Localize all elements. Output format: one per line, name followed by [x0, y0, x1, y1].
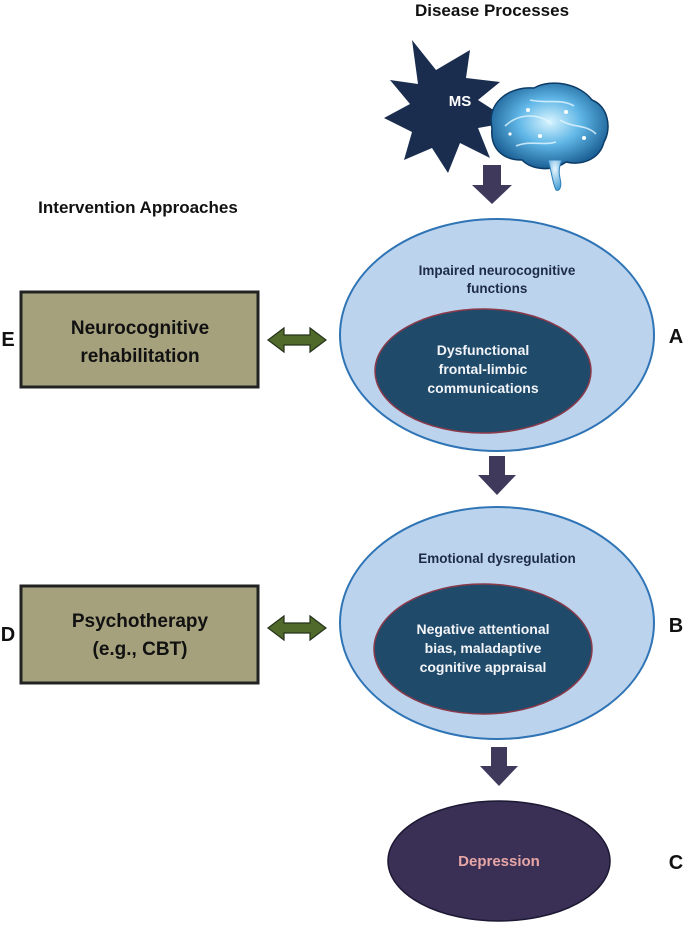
intervention-d-box	[19, 584, 260, 685]
intervention-e-line-1: Neurocognitive	[71, 318, 209, 339]
node-c-depression-ellipse	[387, 800, 611, 922]
node-b-inner-line-2: bias, maladaptive	[425, 640, 542, 656]
node-c-depression-label: Depression	[458, 853, 540, 870]
down-arrow-3	[480, 747, 518, 786]
ms-label: MS	[449, 93, 472, 110]
disease-processes-heading: Disease Processes	[415, 1, 569, 20]
intervention-e-line-2: rehabilitation	[80, 346, 199, 367]
node-b-outer-line-1: Emotional dysregulation	[418, 551, 576, 566]
brain-icon	[490, 82, 609, 191]
intervention-e-box	[19, 290, 260, 389]
node-b-inner-line-3: cognitive appraisal	[420, 659, 547, 675]
label-e: E	[1, 329, 14, 351]
double-arrow-e-a	[267, 326, 327, 354]
double-arrow-d-b	[267, 614, 327, 642]
node-a-inner-ellipse	[374, 308, 592, 434]
node-b-inner-ellipse	[373, 583, 593, 715]
intervention-d-line-2: (e.g., CBT)	[93, 639, 188, 660]
node-b-inner-line-1: Negative attentional	[416, 621, 549, 637]
label-b: B	[669, 615, 683, 637]
down-arrow-2	[478, 456, 516, 495]
label-d: D	[1, 624, 15, 646]
node-a-outer-line-1: Impaired neurocognitive	[419, 263, 576, 278]
node-a-inner-line-2: frontal-limbic	[439, 361, 528, 377]
intervention-d-line-1: Psychotherapy	[72, 611, 209, 632]
node-a-inner-line-1: Dysfunctional	[437, 342, 530, 358]
node-a: Impaired neurocognitive functions Dysfun…	[339, 218, 655, 452]
intervention-approaches-heading: Intervention Approaches	[38, 198, 238, 217]
down-arrow-1	[472, 165, 512, 204]
label-c: C	[669, 852, 683, 874]
label-a: A	[669, 326, 683, 348]
node-b: Emotional dysregulation Negative attenti…	[339, 506, 655, 740]
ms-star-icon	[384, 40, 512, 173]
node-a-outer-line-2: functions	[467, 281, 528, 296]
node-a-inner-line-3: communications	[427, 380, 538, 396]
